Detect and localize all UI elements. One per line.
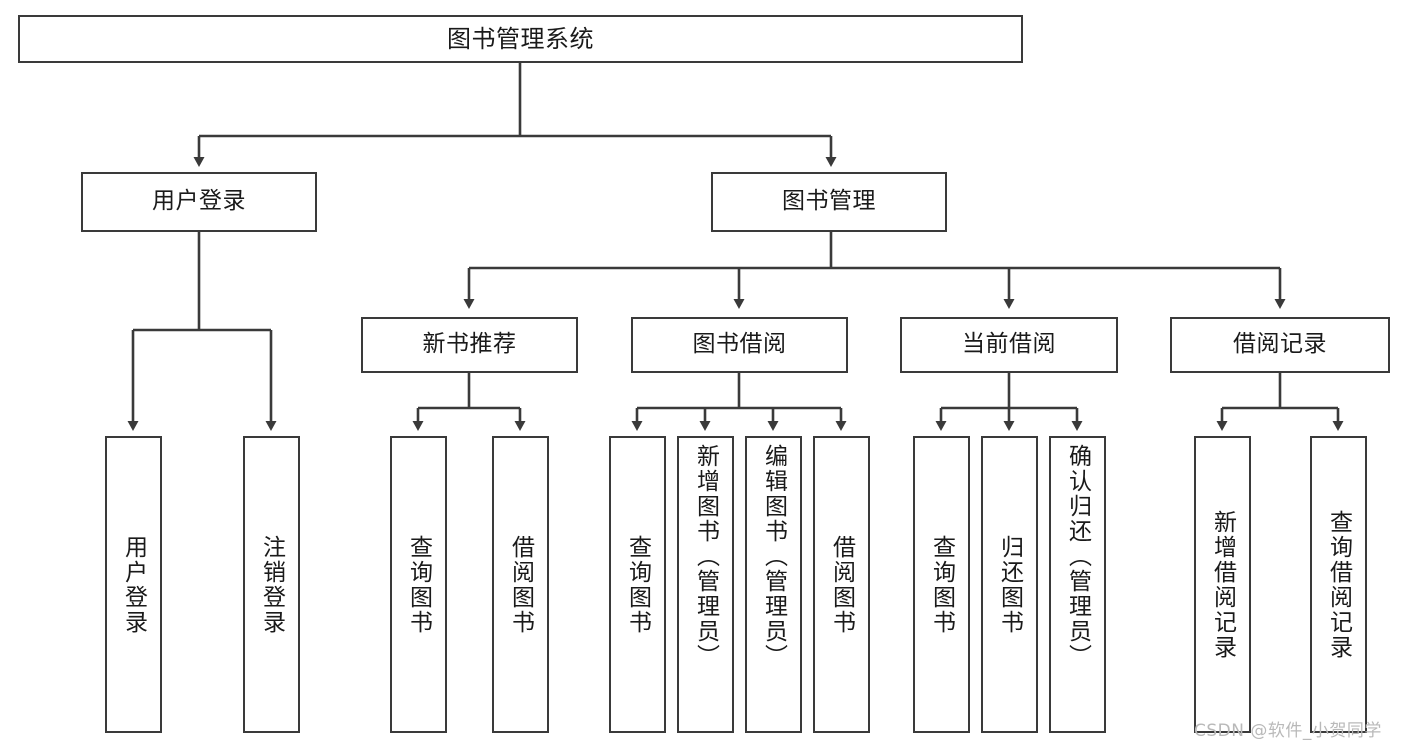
node-label: 编辑图书（管理员）	[760, 444, 787, 669]
node-leaf-query-book-recommendation[interactable]: 查询图书	[390, 436, 447, 733]
node-leaf-return-book[interactable]: 归还图书	[981, 436, 1038, 733]
node-label: 归还图书	[996, 534, 1023, 635]
node-leaf-borrow-book-recommendation[interactable]: 借阅图书	[492, 436, 549, 733]
node-label: 查询图书	[405, 534, 432, 635]
node-book-borrowing[interactable]: 图书借阅	[631, 317, 848, 373]
node-leaf-query-borrowing-record[interactable]: 查询借阅记录	[1310, 436, 1367, 733]
node-leaf-user-login[interactable]: 用户登录	[105, 436, 162, 733]
node-label: 借阅图书	[507, 534, 534, 635]
node-label: 图书借阅	[692, 331, 787, 358]
csdn-watermark: CSDN @软件_小贺同学	[1194, 721, 1382, 741]
node-leaf-edit-book-admin[interactable]: 编辑图书（管理员）	[745, 436, 802, 733]
node-new-book-recommendation[interactable]: 新书推荐	[361, 317, 578, 373]
node-current-borrowing[interactable]: 当前借阅	[900, 317, 1118, 373]
node-leaf-logout[interactable]: 注销登录	[243, 436, 300, 733]
node-leaf-query-book-borrowing[interactable]: 查询图书	[609, 436, 666, 733]
node-root-book-management-system[interactable]: 图书管理系统	[18, 15, 1023, 63]
node-label: 新增借阅记录	[1209, 509, 1236, 660]
node-label: 用户登录	[152, 188, 246, 215]
node-label: 注销登录	[258, 534, 285, 635]
node-label: 确认归还（管理员）	[1064, 444, 1091, 669]
node-leaf-add-borrowing-record[interactable]: 新增借阅记录	[1194, 436, 1251, 733]
node-label: 新增图书（管理员）	[692, 444, 719, 669]
node-user-login[interactable]: 用户登录	[81, 172, 317, 232]
node-leaf-add-book-admin[interactable]: 新增图书（管理员）	[677, 436, 734, 733]
node-label: 查询图书	[928, 534, 955, 635]
node-label: 当前借阅	[962, 331, 1056, 358]
node-label: 借阅图书	[828, 534, 855, 635]
node-leaf-query-book-current[interactable]: 查询图书	[913, 436, 970, 733]
node-label: 借阅记录	[1233, 331, 1327, 358]
node-leaf-borrow-book-borrowing[interactable]: 借阅图书	[813, 436, 870, 733]
node-borrowing-record[interactable]: 借阅记录	[1170, 317, 1390, 373]
node-label: 图书管理	[782, 188, 876, 215]
node-book-management[interactable]: 图书管理	[711, 172, 947, 232]
node-leaf-confirm-return-admin[interactable]: 确认归还（管理员）	[1049, 436, 1106, 733]
node-label: 查询借阅记录	[1325, 509, 1352, 660]
node-label: 用户登录	[120, 534, 147, 635]
node-label: 新书推荐	[422, 331, 517, 358]
node-label: 图书管理系统	[447, 24, 594, 53]
node-label: 查询图书	[624, 534, 651, 635]
